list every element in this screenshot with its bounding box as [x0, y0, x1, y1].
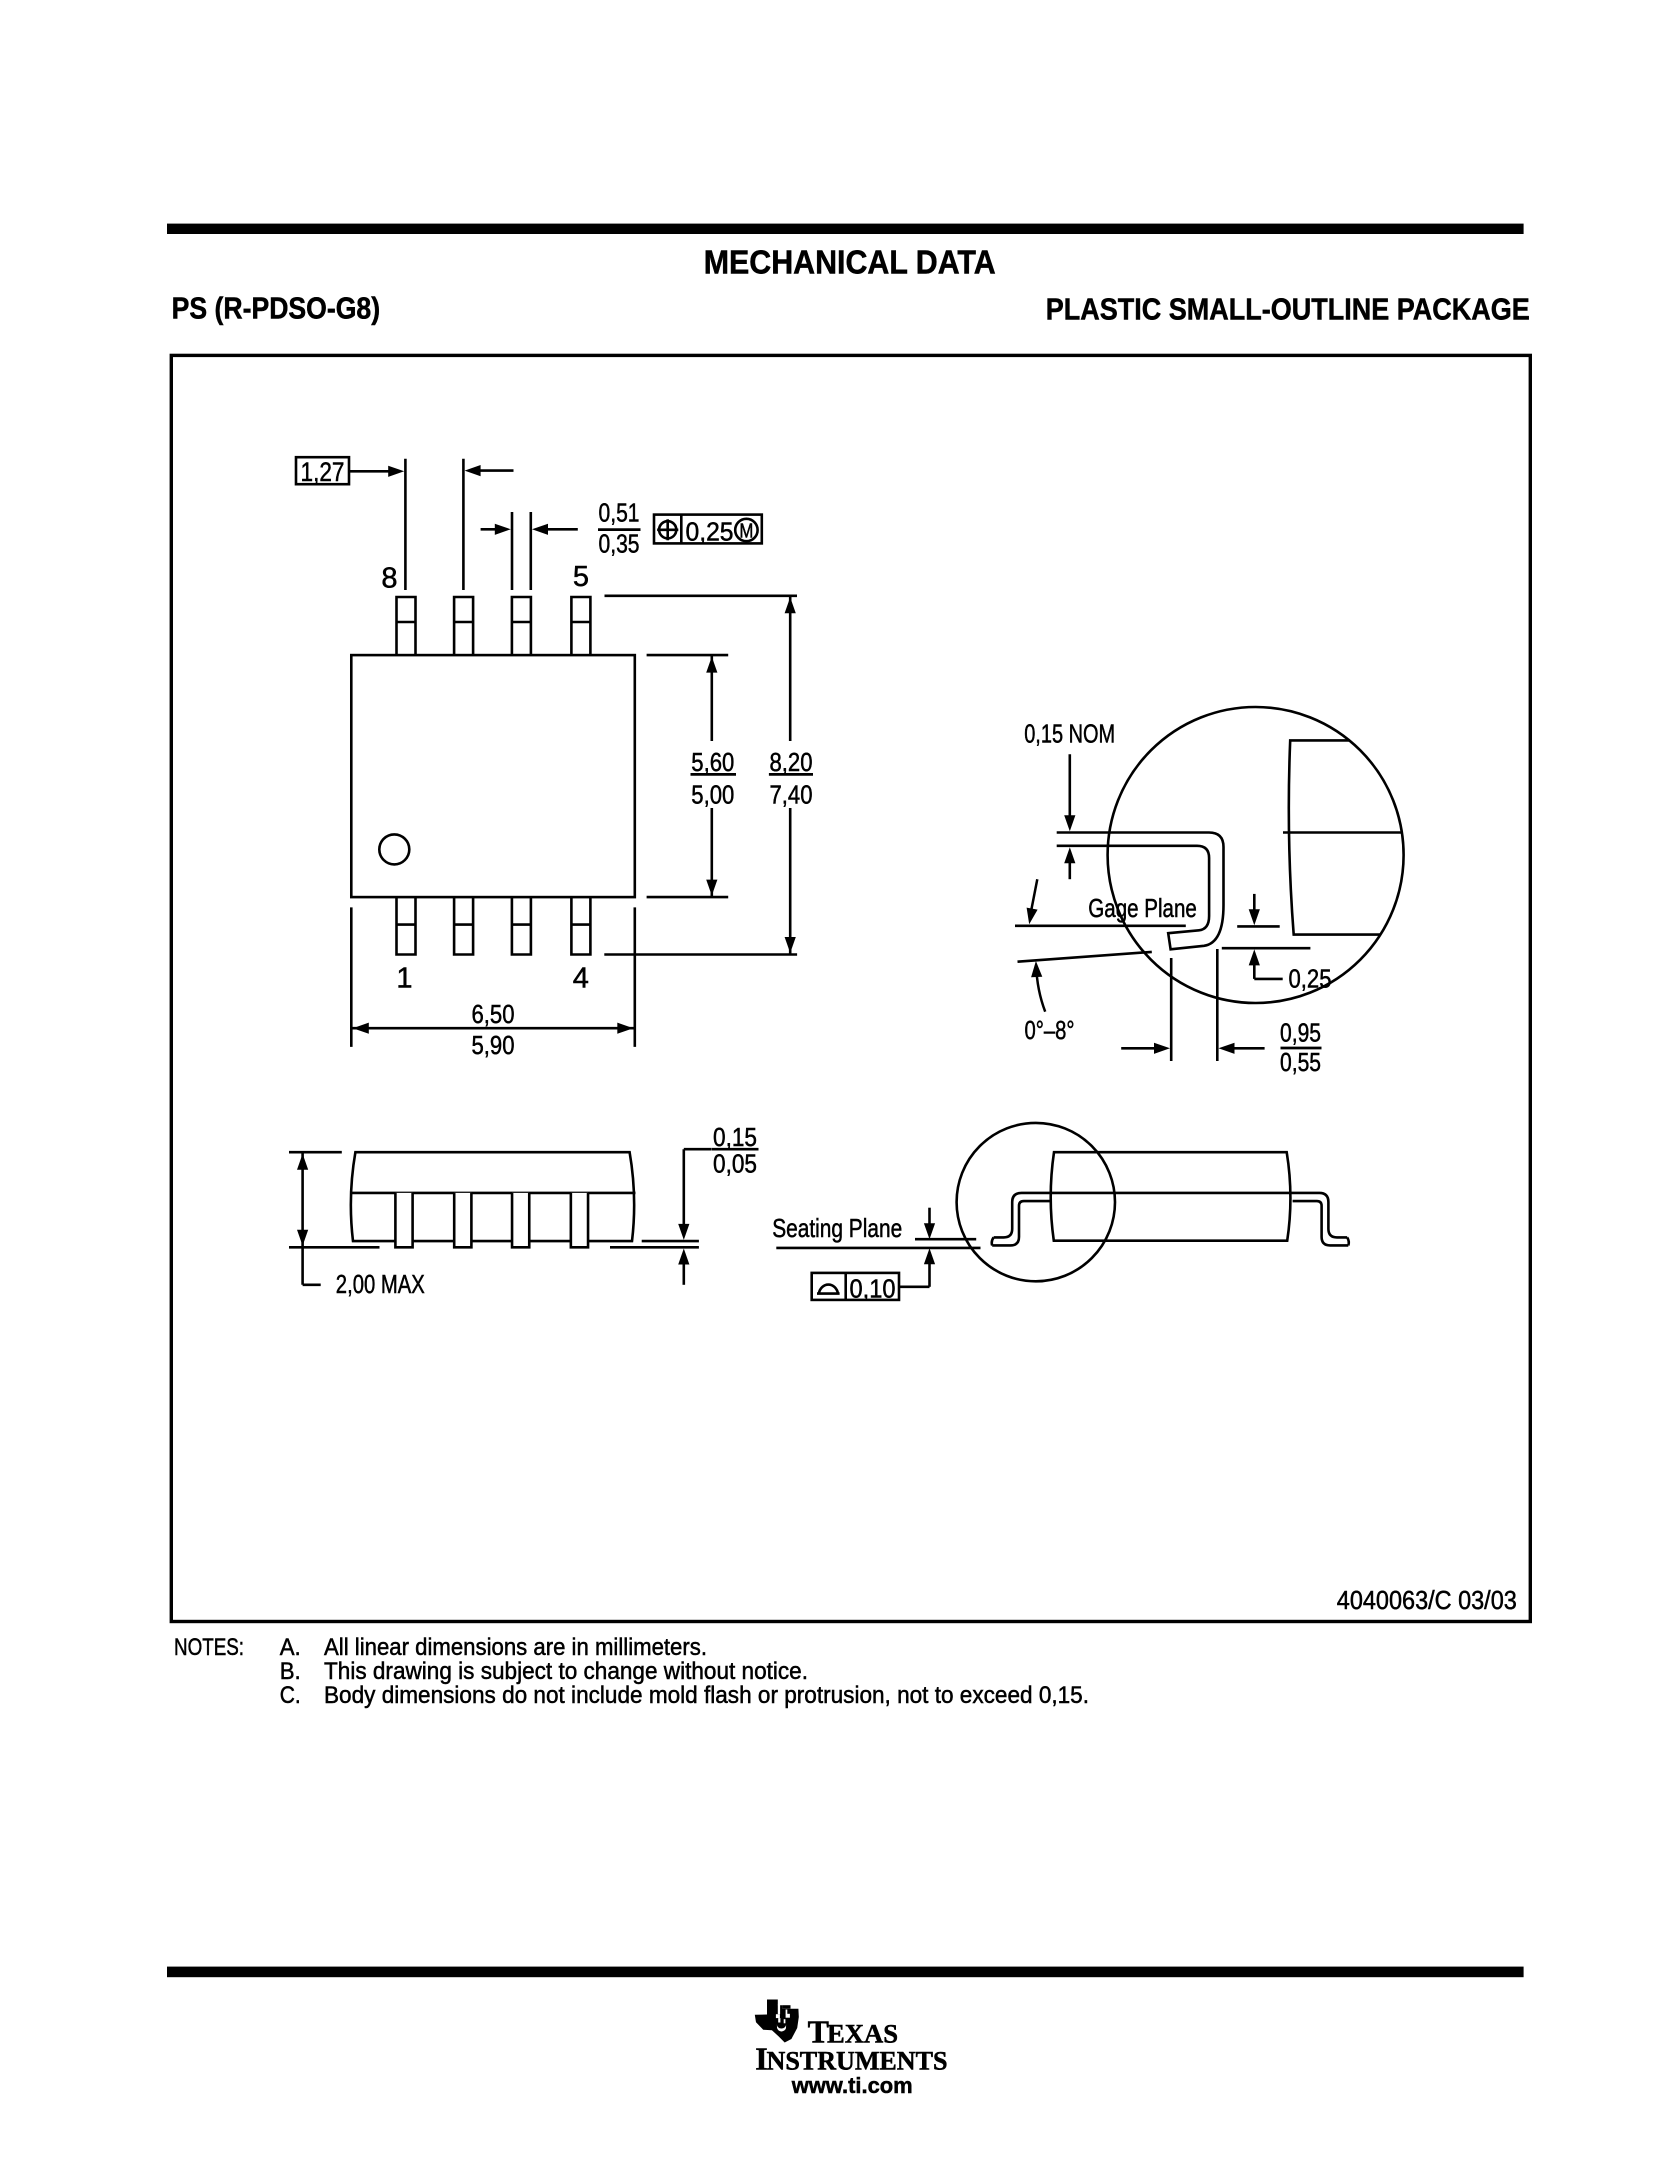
svg-text:0,15 NOM: 0,15 NOM [1024, 719, 1115, 749]
svg-text:0,35: 0,35 [599, 528, 640, 558]
svg-text:1,27: 1,27 [301, 457, 345, 487]
svg-text:0,15: 0,15 [713, 1122, 757, 1152]
svg-text:Gage Plane: Gage Plane [1088, 893, 1197, 923]
svg-text:0,25: 0,25 [686, 516, 734, 546]
svg-text:M: M [739, 521, 753, 543]
svg-text:T: T [808, 2014, 829, 2050]
svg-text:1: 1 [396, 962, 412, 994]
svg-text:4: 4 [573, 962, 589, 994]
svg-text:B.: B. [280, 1658, 301, 1685]
svg-text:PLASTIC SMALL-OUTLINE PACKAGE: PLASTIC SMALL-OUTLINE PACKAGE [1046, 293, 1530, 327]
svg-text:Seating Plane: Seating Plane [772, 1213, 902, 1243]
svg-text:www.ti.com: www.ti.com [791, 2073, 913, 2098]
svg-text:2,00 MAX: 2,00 MAX [336, 1269, 425, 1299]
svg-text:7,40: 7,40 [770, 780, 813, 810]
svg-text:This drawing is subject to cha: This drawing is subject to change withou… [324, 1658, 808, 1685]
svg-text:0,10: 0,10 [850, 1273, 896, 1303]
svg-text:8: 8 [381, 562, 397, 594]
svg-text:0°–8°: 0°–8° [1025, 1015, 1075, 1045]
svg-text:5,00: 5,00 [691, 780, 734, 810]
svg-text:6,50: 6,50 [472, 999, 515, 1029]
svg-text:0,55: 0,55 [1280, 1047, 1321, 1077]
svg-text:MECHANICAL DATA: MECHANICAL DATA [704, 244, 996, 281]
svg-text:Body dimensions do not include: Body dimensions do not include mold flas… [324, 1682, 1089, 1709]
svg-text:PS (R-PDSO-G8): PS (R-PDSO-G8) [172, 291, 381, 325]
svg-text:8,20: 8,20 [770, 747, 813, 777]
svg-text:5,90: 5,90 [472, 1030, 515, 1060]
svg-text:I: I [755, 2041, 767, 2077]
svg-text:4040063/C 03/03: 4040063/C 03/03 [1337, 1587, 1517, 1615]
svg-text:NSTRUMENTS: NSTRUMENTS [767, 2047, 948, 2076]
svg-text:0,25: 0,25 [1289, 964, 1332, 994]
svg-text:5: 5 [573, 561, 589, 593]
svg-text:5,60: 5,60 [691, 747, 734, 777]
svg-text:A.: A. [280, 1634, 301, 1661]
svg-text:All linear dimensions are in m: All linear dimensions are in millimeters… [324, 1634, 707, 1661]
svg-text:EXAS: EXAS [827, 2020, 898, 2049]
svg-text:NOTES:: NOTES: [174, 1634, 244, 1661]
svg-text:0,51: 0,51 [599, 498, 640, 528]
svg-text:C.: C. [280, 1682, 301, 1709]
svg-text:0,95: 0,95 [1280, 1018, 1321, 1048]
svg-text:0,05: 0,05 [713, 1148, 757, 1178]
